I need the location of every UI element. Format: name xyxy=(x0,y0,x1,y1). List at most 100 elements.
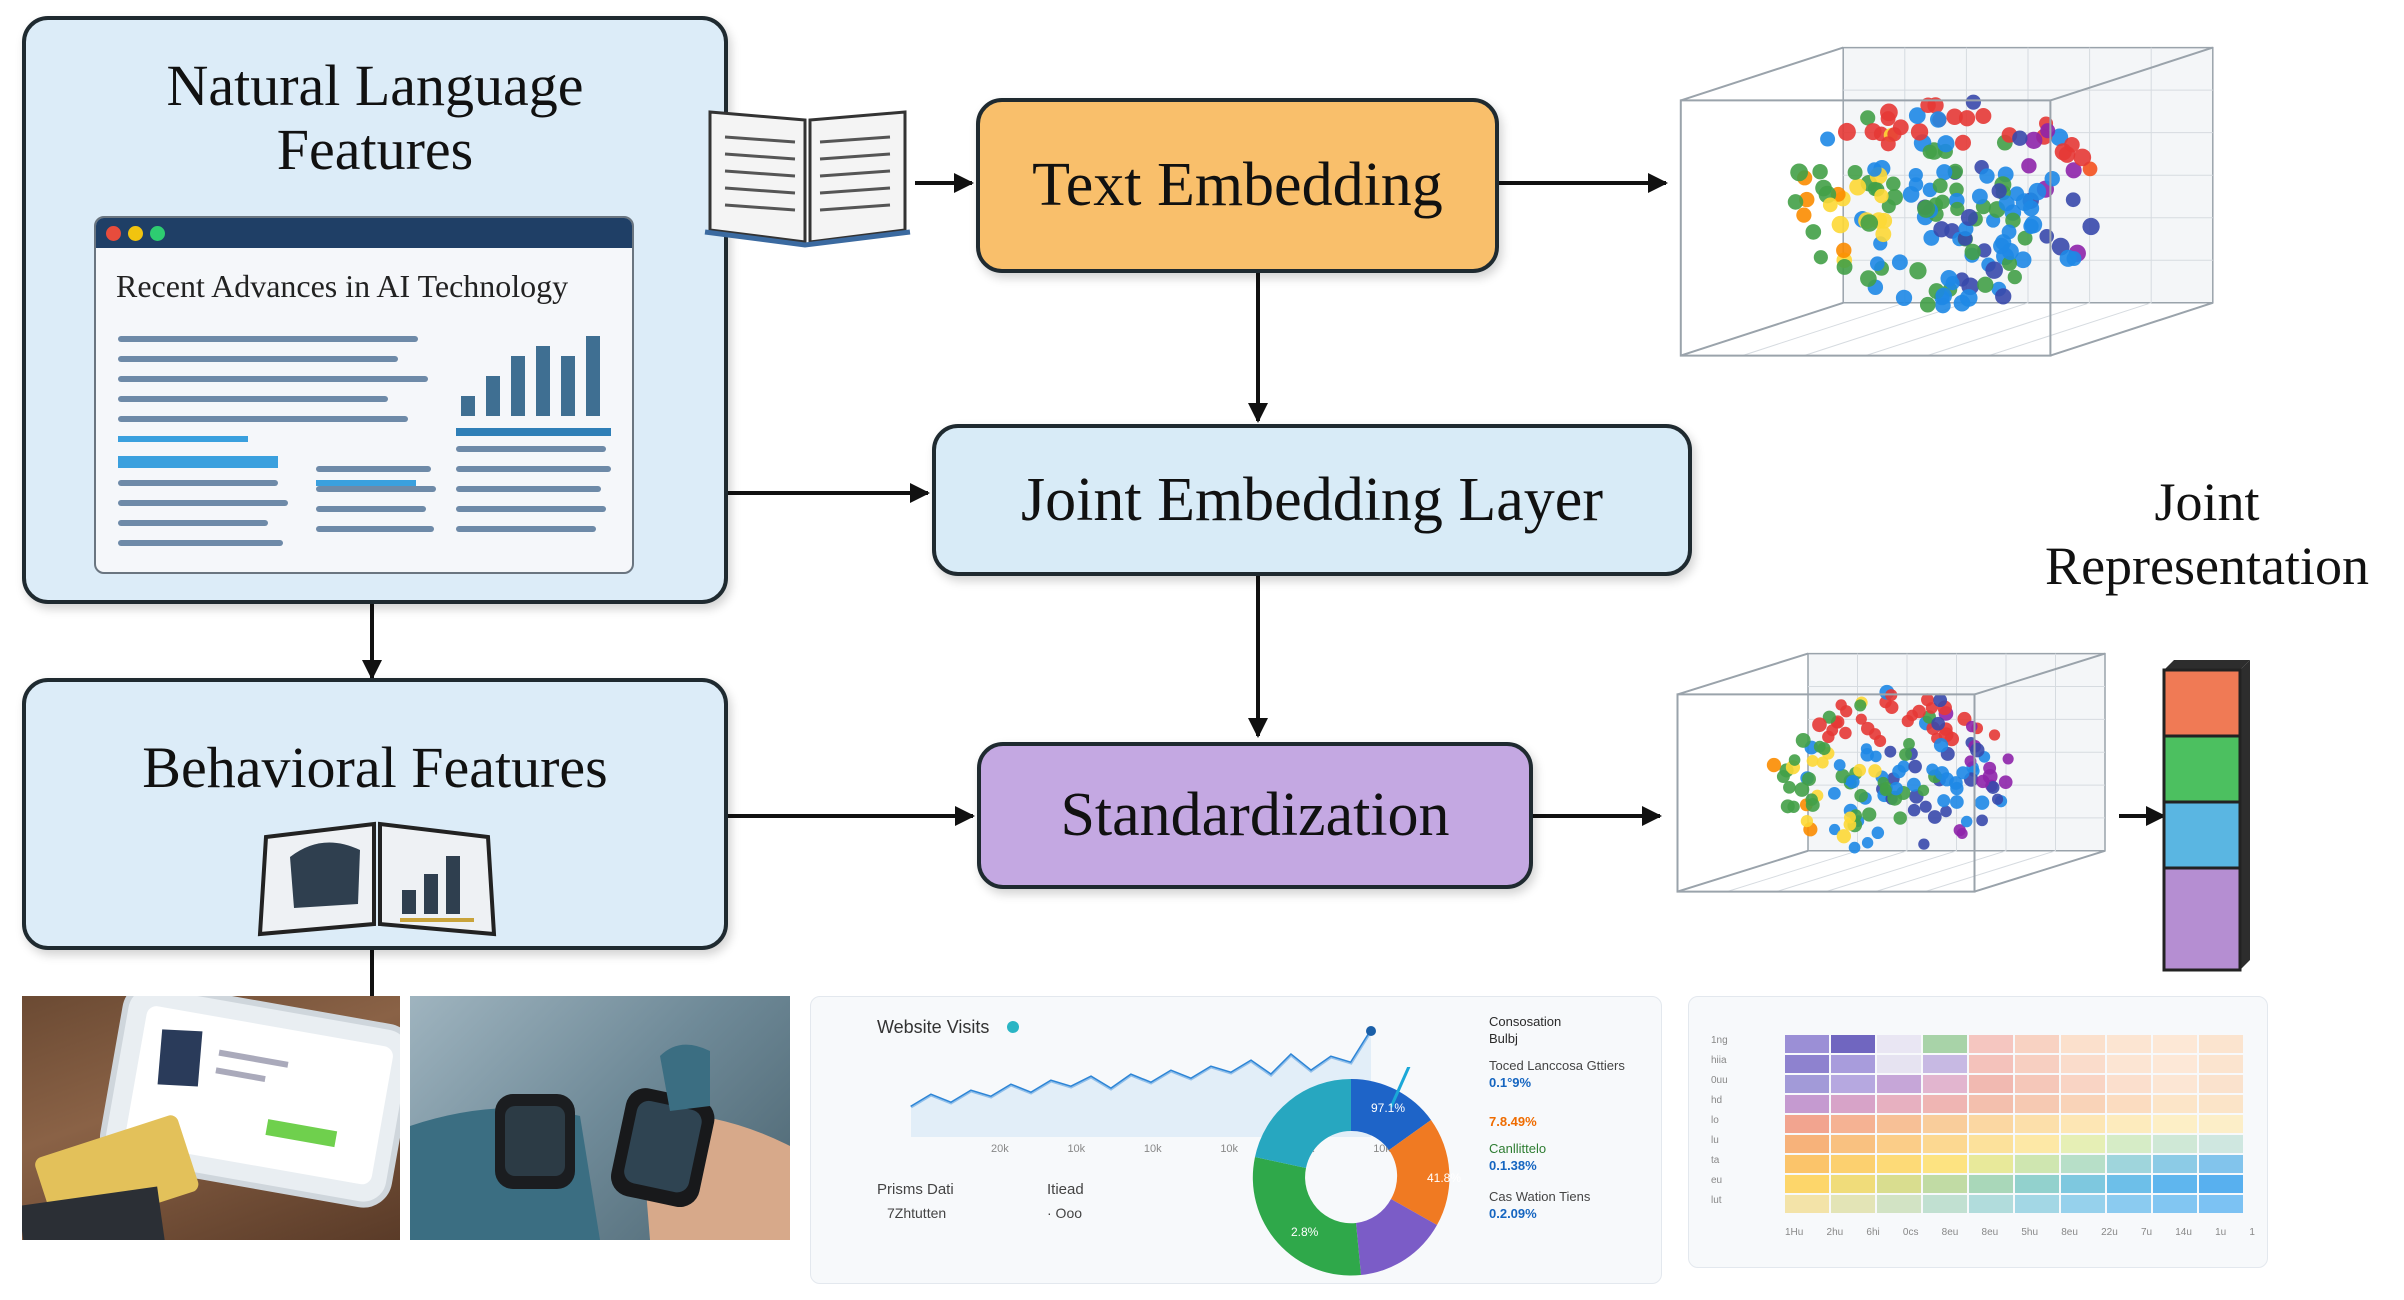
heatmap-cell xyxy=(1923,1155,1967,1173)
website-visits-title: Website Visits xyxy=(877,1017,990,1037)
scatter-point xyxy=(2065,162,2082,179)
natural-language-features-box: Natural Language Features Recent Advance… xyxy=(22,16,728,604)
heatmap-cell xyxy=(1785,1095,1829,1113)
scatter-point xyxy=(1787,194,1804,210)
scatter-point xyxy=(2021,158,2037,174)
heatmap-cell xyxy=(1785,1195,1829,1213)
heatmap-cell xyxy=(2107,1095,2151,1113)
heatmap-cell xyxy=(1877,1095,1921,1113)
scatter-point xyxy=(1806,754,1819,767)
heatmap-row-label: hiia xyxy=(1711,1055,1727,1066)
joint-embedding-layer-label: Joint Embedding Layer xyxy=(1021,465,1603,534)
heatmap-cell xyxy=(2199,1055,2243,1073)
scatter-point xyxy=(1945,276,1960,291)
scatter-point xyxy=(1837,122,1856,141)
scatter-point xyxy=(1964,755,1977,768)
stat-itiead-label: Itiead xyxy=(1047,1181,1084,1198)
heatmap-cell xyxy=(2061,1135,2105,1153)
scatter-point xyxy=(1813,250,1828,265)
vector-cell-purple xyxy=(2162,866,2242,972)
scatter-point xyxy=(1815,179,1832,197)
heatmap-cell xyxy=(2199,1155,2243,1173)
scatter-point xyxy=(1988,729,2001,741)
heatmap-cell xyxy=(2199,1075,2243,1093)
scatter-point xyxy=(1847,164,1863,180)
scatter-point xyxy=(1867,162,1882,177)
scatter-point xyxy=(1812,717,1827,733)
tablet-scene xyxy=(22,996,400,1240)
heatmap-cell xyxy=(2107,1195,2151,1213)
heatmap-cell xyxy=(2107,1075,2151,1093)
joint-representation-vector xyxy=(2162,660,2250,972)
scatter-point xyxy=(1880,136,1896,152)
heatmap-col-label: 0cs xyxy=(1902,1227,1919,1238)
text-embedding-box: Text Embedding xyxy=(976,98,1499,273)
smartwatch-photo xyxy=(410,996,790,1240)
scatter-point xyxy=(1931,716,1946,731)
scatter-point xyxy=(1899,748,1913,761)
scatter-point xyxy=(1833,759,1846,771)
scatter-point xyxy=(1849,178,1867,196)
heatmap-col-label: 22u xyxy=(2101,1227,2118,1238)
heatmap-cell xyxy=(2015,1055,2059,1073)
scatter-point xyxy=(1956,766,1970,780)
scatter-point xyxy=(1959,289,1978,307)
heatmap-cell xyxy=(2199,1175,2243,1193)
heatmap-cell xyxy=(1877,1195,1921,1213)
scatter-point xyxy=(2017,230,2033,246)
heatmap-cell xyxy=(1831,1055,1875,1073)
heatmap-cell xyxy=(1831,1155,1875,1173)
heatmap-cell xyxy=(2199,1115,2243,1133)
scatter-point xyxy=(1871,826,1885,840)
heatmap-cell xyxy=(1785,1035,1829,1053)
scatter-point xyxy=(2065,192,2081,208)
scatter-point xyxy=(1822,710,1836,724)
heatmap-cell xyxy=(2199,1195,2243,1213)
heatmap-cell xyxy=(1923,1135,1967,1153)
behavioral-features-title: Behavioral Features xyxy=(142,735,608,800)
scatter-point xyxy=(1790,163,1809,182)
scatter-point xyxy=(1933,221,1950,238)
scatter-point xyxy=(1934,766,1950,781)
heatmap-cell xyxy=(2199,1035,2243,1053)
scatter-point xyxy=(1933,693,1948,708)
scatter-point xyxy=(1998,775,2013,790)
heatmap-col-label: 1Hu xyxy=(1785,1227,1804,1238)
scatter-point xyxy=(1854,788,1868,803)
scatter-point xyxy=(1892,119,1909,136)
scatter-point xyxy=(1831,215,1850,234)
scatter-point xyxy=(1836,259,1853,275)
scatter-point xyxy=(1976,774,1990,789)
scatter-point xyxy=(1986,780,2000,794)
scatter-point xyxy=(1846,774,1860,789)
scatter-point xyxy=(1964,243,1981,261)
heatmap-cell xyxy=(1877,1035,1921,1053)
stat-prisms-label: Prisms Dati xyxy=(877,1181,954,1198)
scatter-point xyxy=(1971,188,1988,205)
heatmap-cell xyxy=(1785,1115,1829,1133)
heatmap-cell xyxy=(2015,1075,2059,1093)
scatter-point xyxy=(1960,815,1973,828)
embedding-scatter-cube-top xyxy=(1679,46,2214,357)
heatmap-cell xyxy=(2153,1075,2197,1093)
scatter-point xyxy=(1816,756,1829,769)
heatmap-cell xyxy=(1877,1175,1921,1193)
scatter-point xyxy=(1848,841,1861,854)
heatmap-cell xyxy=(2061,1035,2105,1053)
legend-item: Consosation Bulbj xyxy=(1489,1014,1562,1046)
scatter-point xyxy=(2014,251,2032,269)
heatmap-cell xyxy=(2107,1035,2151,1053)
scatter-point xyxy=(1946,108,1963,126)
vector-cell-orange xyxy=(2162,668,2242,738)
heatmap-cell xyxy=(1877,1135,1921,1153)
scatter-point xyxy=(1860,270,1877,287)
heatmap-cell xyxy=(1831,1035,1875,1053)
scatter-point xyxy=(1794,782,1810,797)
heatmap-col-label: 5hu xyxy=(2021,1227,2039,1238)
heatmap-cell xyxy=(1923,1175,1967,1193)
heatmap-cell xyxy=(1877,1055,1921,1073)
heatmap-row-label: lu xyxy=(1711,1135,1719,1146)
heatmap-col-label: 8eu xyxy=(1981,1227,1999,1238)
scatter-point xyxy=(1835,699,1847,711)
